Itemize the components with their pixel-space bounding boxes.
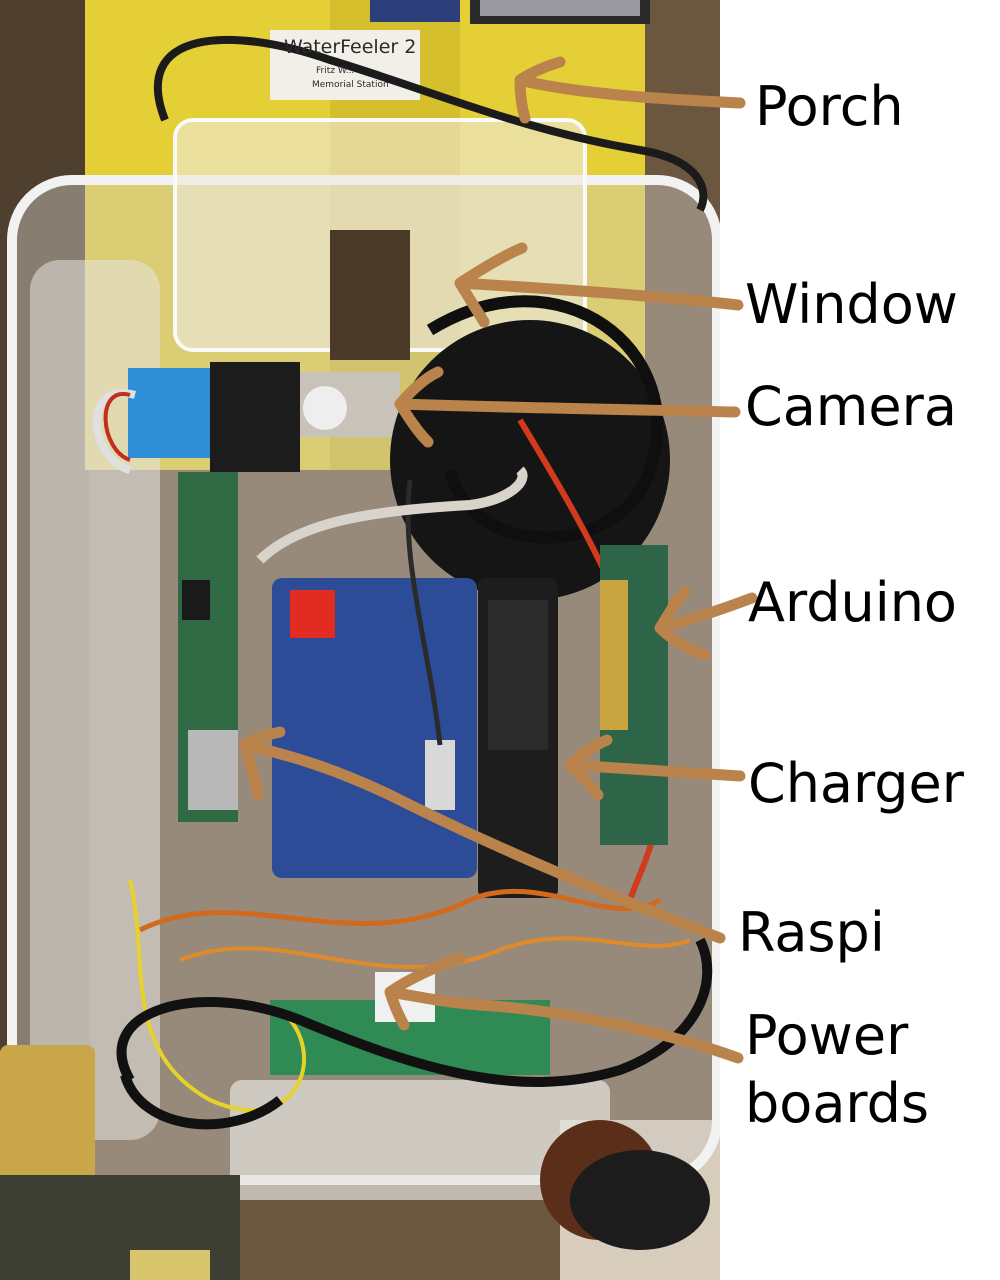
battery-terminal-clip (425, 740, 455, 810)
orange-wires (138, 888, 662, 933)
charger-plug (488, 600, 548, 750)
yellow-wire (128, 879, 306, 1113)
raspi-arrow (239, 726, 726, 944)
servo-wire-red (103, 392, 131, 462)
power-boards-arrow (384, 952, 744, 1064)
window-slot (330, 230, 410, 360)
bottom-box-label (130, 1250, 210, 1280)
orange-wires-2 (179, 936, 691, 970)
label-charger: Charger (748, 752, 964, 815)
black-loop-bottom (116, 937, 713, 1087)
black-loop-bottom-2 (120, 1073, 284, 1130)
sign-line1: Fritz W... (316, 66, 355, 76)
porch-arrow (514, 56, 746, 124)
sign-title: WaterFeeler 2 (284, 36, 417, 58)
label-window: Window (745, 273, 958, 336)
cable-loop (426, 295, 664, 544)
raspi-hdmi (182, 580, 210, 620)
servo-blue (128, 368, 218, 458)
camera-lens (303, 386, 347, 430)
label-raspi: Raspi (738, 901, 885, 964)
raspi-connector (188, 730, 238, 810)
photo-drawing (0, 0, 720, 1280)
arduino-arrow (654, 586, 758, 661)
label-camera: Camera (745, 375, 957, 438)
servo-black (210, 362, 300, 472)
top-cable (154, 35, 708, 212)
top-device (370, 0, 460, 22)
box-tray-bottom (230, 1080, 610, 1200)
label-power-boards: Power boards (745, 1004, 930, 1135)
ribbon-cable (256, 466, 528, 564)
sign-line2: Memorial Station (312, 80, 389, 90)
label-porch: Porch (755, 75, 904, 138)
device-photo: WaterFeeler 2 Fritz W... Memorial Statio… (0, 0, 720, 1280)
window-arrow (454, 242, 744, 328)
label-arduino: Arduino (748, 571, 957, 634)
camera-arrow (394, 366, 741, 448)
battery-terminal (290, 590, 335, 638)
top-frame-inner (480, 0, 640, 16)
dark-object (570, 1150, 710, 1250)
multimeter (0, 1045, 95, 1185)
charger-arrow (564, 734, 746, 801)
box-inner-left (30, 260, 160, 1140)
arduino-pins (600, 580, 628, 730)
